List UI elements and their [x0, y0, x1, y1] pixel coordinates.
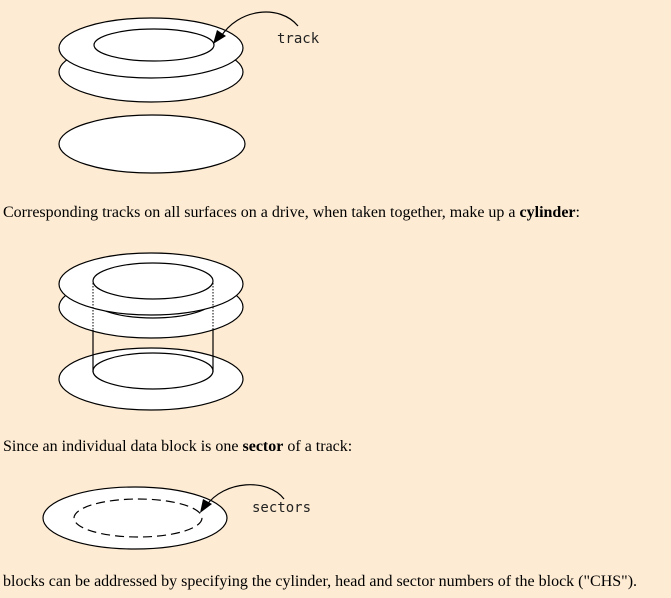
sectors-platter — [42, 486, 228, 550]
sector-term: sector — [242, 438, 284, 455]
sectors-arrow — [205, 484, 285, 507]
sector-paragraph-before: Since an individual data block is one — [3, 438, 243, 455]
track-arrow — [219, 11, 299, 39]
track-arrowhead — [213, 30, 226, 44]
platter-bottom — [58, 114, 246, 174]
sectors-arrowhead — [200, 499, 212, 513]
cylinder-term: cylinder — [519, 204, 576, 221]
cylinder-paragraph-before: Corresponding tracks on all surfaces on … — [3, 204, 520, 221]
cylinder-paragraph-after: : — [575, 204, 580, 221]
cylinder-figure — [58, 252, 244, 411]
track-ring — [93, 28, 215, 62]
platter-top — [58, 17, 244, 79]
chs-paragraph: blocks can be addressed by specifying th… — [3, 573, 638, 590]
cylinder-track-top — [92, 262, 214, 300]
cylinder-paragraph: Corresponding tracks on all surfaces on … — [3, 203, 580, 223]
cylinder-platter-bottom — [58, 347, 244, 411]
sector-paragraph: Since an individual data block is one se… — [3, 437, 352, 457]
track-label: track — [277, 31, 320, 47]
sectors-label: sectors — [252, 500, 311, 516]
sector-paragraph-after: of a track: — [283, 438, 353, 455]
sectors-figure: sectors — [42, 484, 311, 550]
cylinder-platter-top — [58, 252, 244, 316]
sectors-ring — [73, 498, 203, 538]
